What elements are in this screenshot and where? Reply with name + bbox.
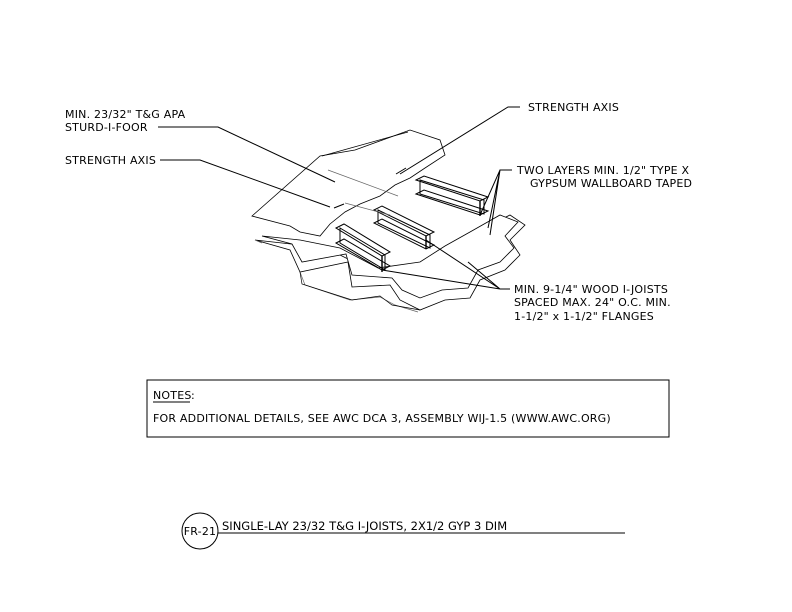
leader-gypsum: [479, 169, 512, 236]
notes-text: FOR ADDITIONAL DETAILS, SEE AWC DCA 3, A…: [153, 412, 611, 425]
title-block: FR-21 SINGLE-LAY 23/32 T&G I-JOISTS, 2X1…: [181, 512, 625, 550]
assembly-isometric: [251, 129, 526, 313]
detail-badge-circle: [181, 512, 219, 550]
label-sheathing-line1: MIN. 23/32" T&G APA: [65, 108, 186, 121]
leader-strength-left: [160, 159, 331, 208]
label-joists-line2: SPACED MAX. 24" O.C. MIN.: [514, 296, 671, 309]
gypsum-layer-top: [261, 214, 519, 299]
label-strength-axis-top: STRENGTH AXIS: [528, 101, 619, 114]
label-joists-line1: MIN. 9-1/4" WOOD I-JOISTS: [514, 283, 668, 296]
leader-joists: [381, 239, 510, 290]
leader-sheathing: [158, 126, 336, 183]
label-gypsum-line1: TWO LAYERS MIN. 1/2" TYPE X: [516, 164, 690, 177]
label-strength-axis-left: STRENGTH AXIS: [65, 154, 156, 167]
i-joist-middle: [372, 205, 436, 250]
detail-badge: FR-21: [184, 525, 217, 538]
label-sheathing-line2: STURD-I-FOOR: [65, 121, 148, 134]
notes-heading-suffix: :: [191, 389, 195, 402]
leader-strength-top: [399, 106, 520, 175]
subfloor-sheathing: [251, 129, 446, 237]
detail-title: SINGLE-LAY 23/32 T&G I-JOISTS, 2X1/2 GYP…: [222, 519, 507, 533]
leader-lines: [158, 106, 520, 290]
notes-heading: NOTES: [153, 389, 192, 402]
notes-box: NOTES : FOR ADDITIONAL DETAILS, SEE AWC …: [146, 379, 670, 438]
label-joists-line3: 1-1/2" x 1-1/2" FLANGES: [514, 310, 654, 323]
label-gypsum-line2: GYPSUM WALLBOARD TAPED: [530, 177, 692, 190]
i-joist-right: [414, 175, 490, 216]
callout-labels: MIN. 23/32" T&G APA STURD-I-FOOR STRENGT…: [65, 101, 692, 323]
